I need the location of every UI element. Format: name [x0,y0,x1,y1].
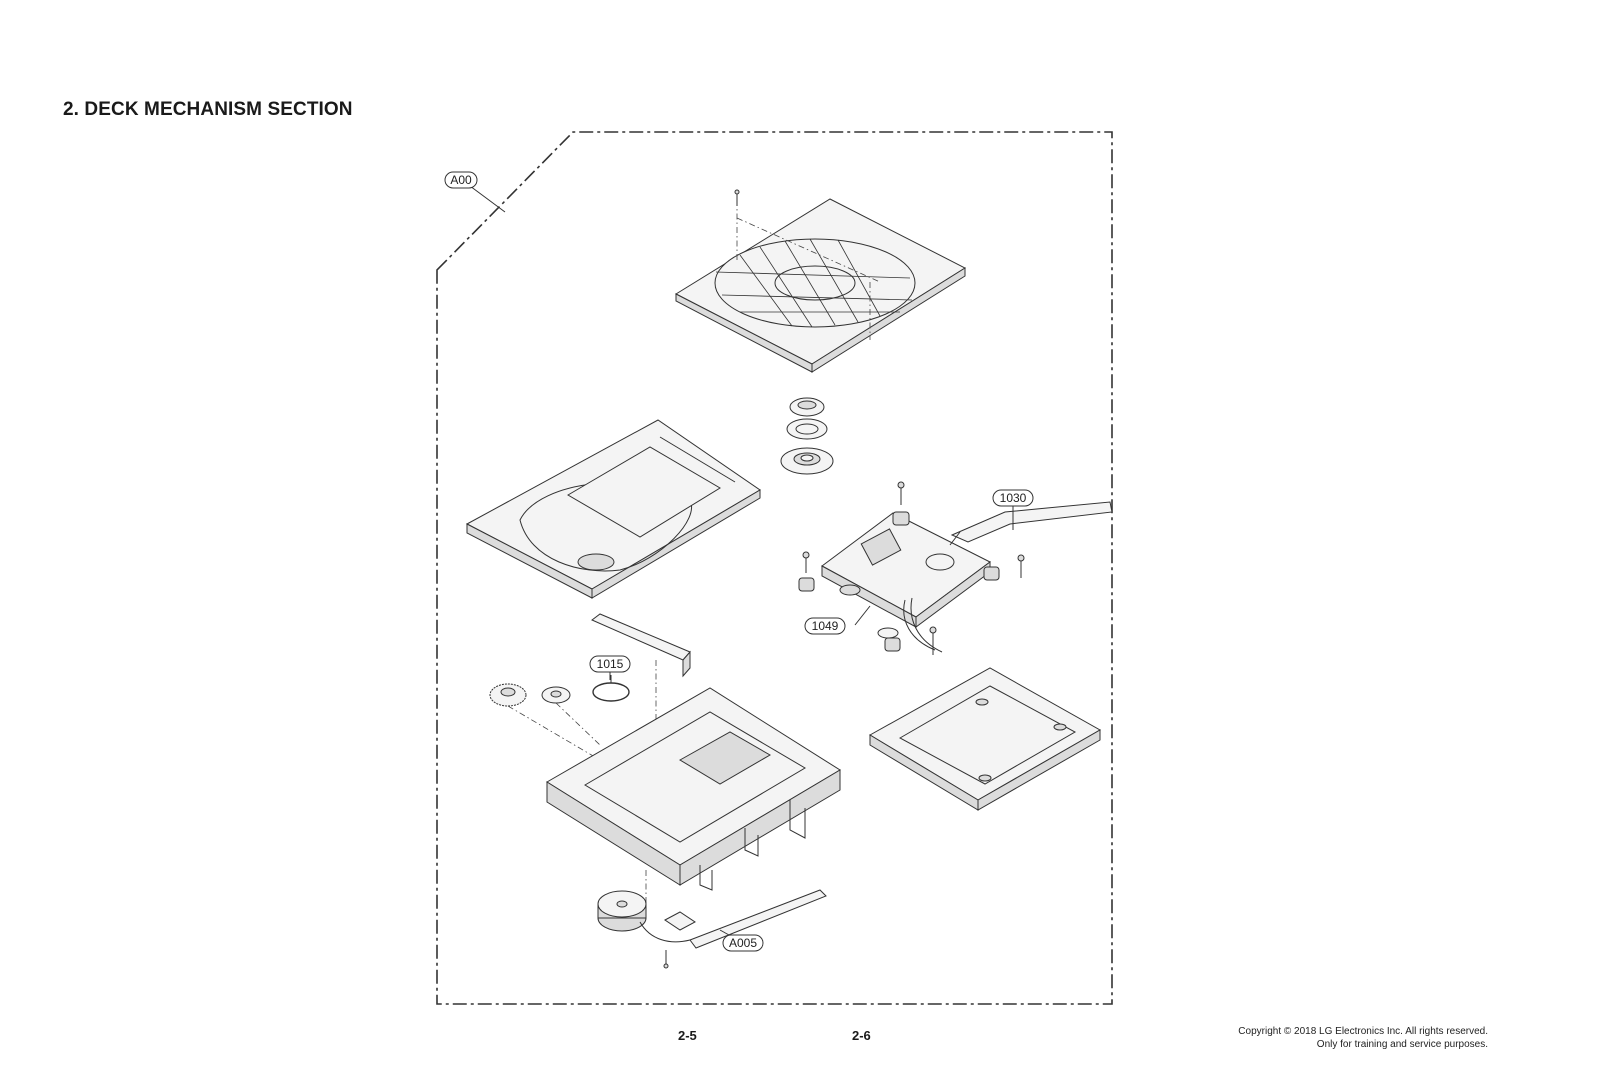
loading-motor-part [597,889,827,969]
page-number-left: 2-5 [678,1028,697,1043]
top-cover-part [674,189,967,373]
disc-tray-part [465,419,761,599]
leader-1049 [854,605,871,626]
gear-parts [489,675,630,761]
copyright-notice: Copyright © 2018 LG Electronics Inc. All… [1238,1025,1488,1051]
page-number-right: 2-6 [852,1028,871,1043]
dampers-and-screws [798,481,1025,655]
callout-1030-text: 1030 [1000,491,1027,505]
callout-1030: 1030 [992,489,1034,507]
main-chassis-part [546,687,841,915]
callout-a005: A005 [722,934,764,952]
callout-a005-text: A005 [729,936,757,950]
callout-a00: A00 [444,171,478,189]
callout-1049: 1049 [804,617,846,635]
traverse-unit-part [821,512,991,653]
copyright-line-2: Only for training and service purposes. [1316,1039,1488,1050]
clamper-parts [780,397,834,475]
callout-1015: 1015 [589,655,631,673]
callout-1015-text: 1015 [597,657,624,671]
flat-cable-1030 [949,501,1113,546]
callout-a00-text: A00 [450,173,472,187]
a00-leader [469,185,506,213]
bottom-cover-part [869,667,1102,811]
copyright-line-1: Copyright © 2018 LG Electronics Inc. All… [1238,1026,1488,1037]
assembly-boundary [436,131,1113,1005]
section-title: 2. DECK MECHANISM SECTION [63,99,353,120]
callout-1049-text: 1049 [812,619,839,633]
